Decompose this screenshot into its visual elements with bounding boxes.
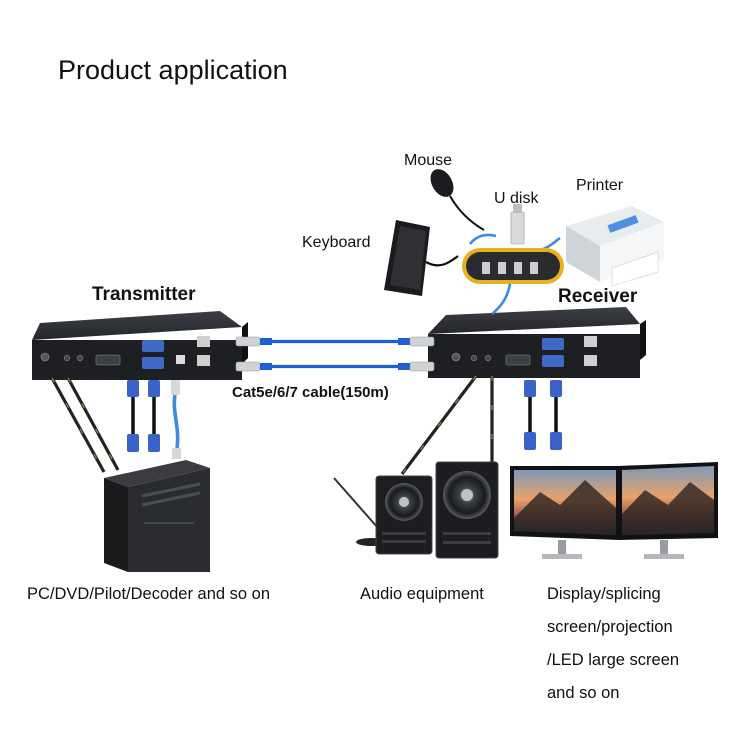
display-caption-line-1: Display/splicing xyxy=(547,585,661,603)
printer-label: Printer xyxy=(576,177,624,194)
pc-tower xyxy=(104,460,210,572)
receiver-audio-cables xyxy=(400,375,494,475)
speaker-left xyxy=(375,475,433,555)
transmitter-audio-cables xyxy=(50,377,120,473)
display-caption-line-4: and so on xyxy=(547,684,620,702)
mouse-label: Mouse xyxy=(404,152,453,169)
usb-hub xyxy=(462,233,564,316)
receiver-vga-out-port-2 xyxy=(542,355,564,367)
page-title: Product application xyxy=(58,55,288,85)
transmitter-usb-cable xyxy=(171,380,181,459)
transmitter-utp-port-2 xyxy=(197,355,210,366)
keyboard xyxy=(384,220,459,296)
lan-cable-lower xyxy=(235,361,435,372)
receiver-utp-port-2 xyxy=(584,355,597,366)
receiver-label: Receiver xyxy=(558,286,638,307)
lan-cable-upper xyxy=(235,336,435,347)
transmitter-utp-port xyxy=(197,336,210,347)
pc-caption: PC/DVD/Pilot/Decoder and so on xyxy=(27,585,271,603)
udisk-label: U disk xyxy=(494,190,539,207)
display-caption-line-2: screen/projection xyxy=(547,618,673,636)
transmitter-device xyxy=(32,311,248,380)
monitor-right xyxy=(618,462,718,559)
receiver-device xyxy=(428,307,646,378)
transmitter-dc-port xyxy=(40,352,50,362)
receiver-dc-port xyxy=(451,352,461,362)
printer xyxy=(539,206,664,287)
keyboard-label: Keyboard xyxy=(302,234,371,251)
receiver-rs232-port xyxy=(505,354,531,366)
receiver-vga-out-port xyxy=(542,338,564,350)
receiver-utp-port xyxy=(584,336,597,347)
transmitter-label: Transmitter xyxy=(92,284,196,305)
audio-caption: Audio equipment xyxy=(360,585,484,603)
transmitter-mic-port xyxy=(63,354,71,362)
mouse xyxy=(430,169,485,231)
receiver-vga-cables xyxy=(524,380,562,450)
transmitter-vga-cables xyxy=(127,380,160,452)
monitor-left xyxy=(510,466,620,559)
transmitter-vga-in-port-2 xyxy=(142,357,164,369)
transmitter-audio-port xyxy=(76,354,84,362)
transmitter-vga-in-port xyxy=(142,340,164,352)
receiver-audio-port xyxy=(484,354,492,362)
receiver-mic-port xyxy=(470,354,478,362)
transmitter-rs232-port xyxy=(95,354,121,366)
cable-label: Cat5e/6/7 cable(150m) xyxy=(232,384,389,401)
speaker-right xyxy=(435,461,499,559)
transmitter-usb-port xyxy=(176,355,185,364)
display-caption-line-3: /LED large screen xyxy=(547,651,680,669)
u-disk xyxy=(510,204,525,245)
